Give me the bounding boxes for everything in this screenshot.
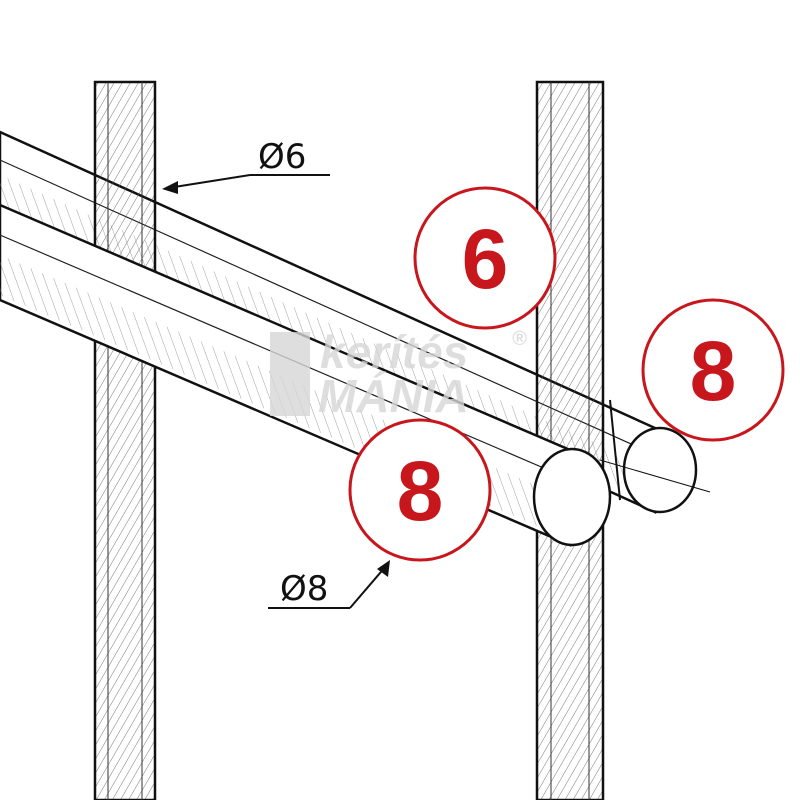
- badge-value: 8: [397, 444, 444, 538]
- badge-value: 6: [462, 212, 509, 306]
- watermark-line1: kerítés: [320, 326, 468, 378]
- badge-vertical-6: 6: [413, 186, 557, 330]
- badge-front-8: 8: [348, 418, 492, 562]
- callout-diameter-8: Ø8: [268, 560, 390, 609]
- vertical-bar-left: [93, 80, 157, 800]
- watermark-line2: MÁNIA: [318, 370, 469, 422]
- callout-diameter-6: Ø6: [162, 137, 330, 194]
- watermark-logo: kerítés MÁNIA ®: [270, 326, 527, 422]
- badge-value: 8: [690, 324, 737, 418]
- badge-rear-8: 8: [641, 298, 785, 442]
- diameter-label-top: Ø6: [258, 137, 306, 177]
- diameter-label-bottom: Ø8: [280, 569, 328, 609]
- watermark-mark: ®: [512, 328, 527, 350]
